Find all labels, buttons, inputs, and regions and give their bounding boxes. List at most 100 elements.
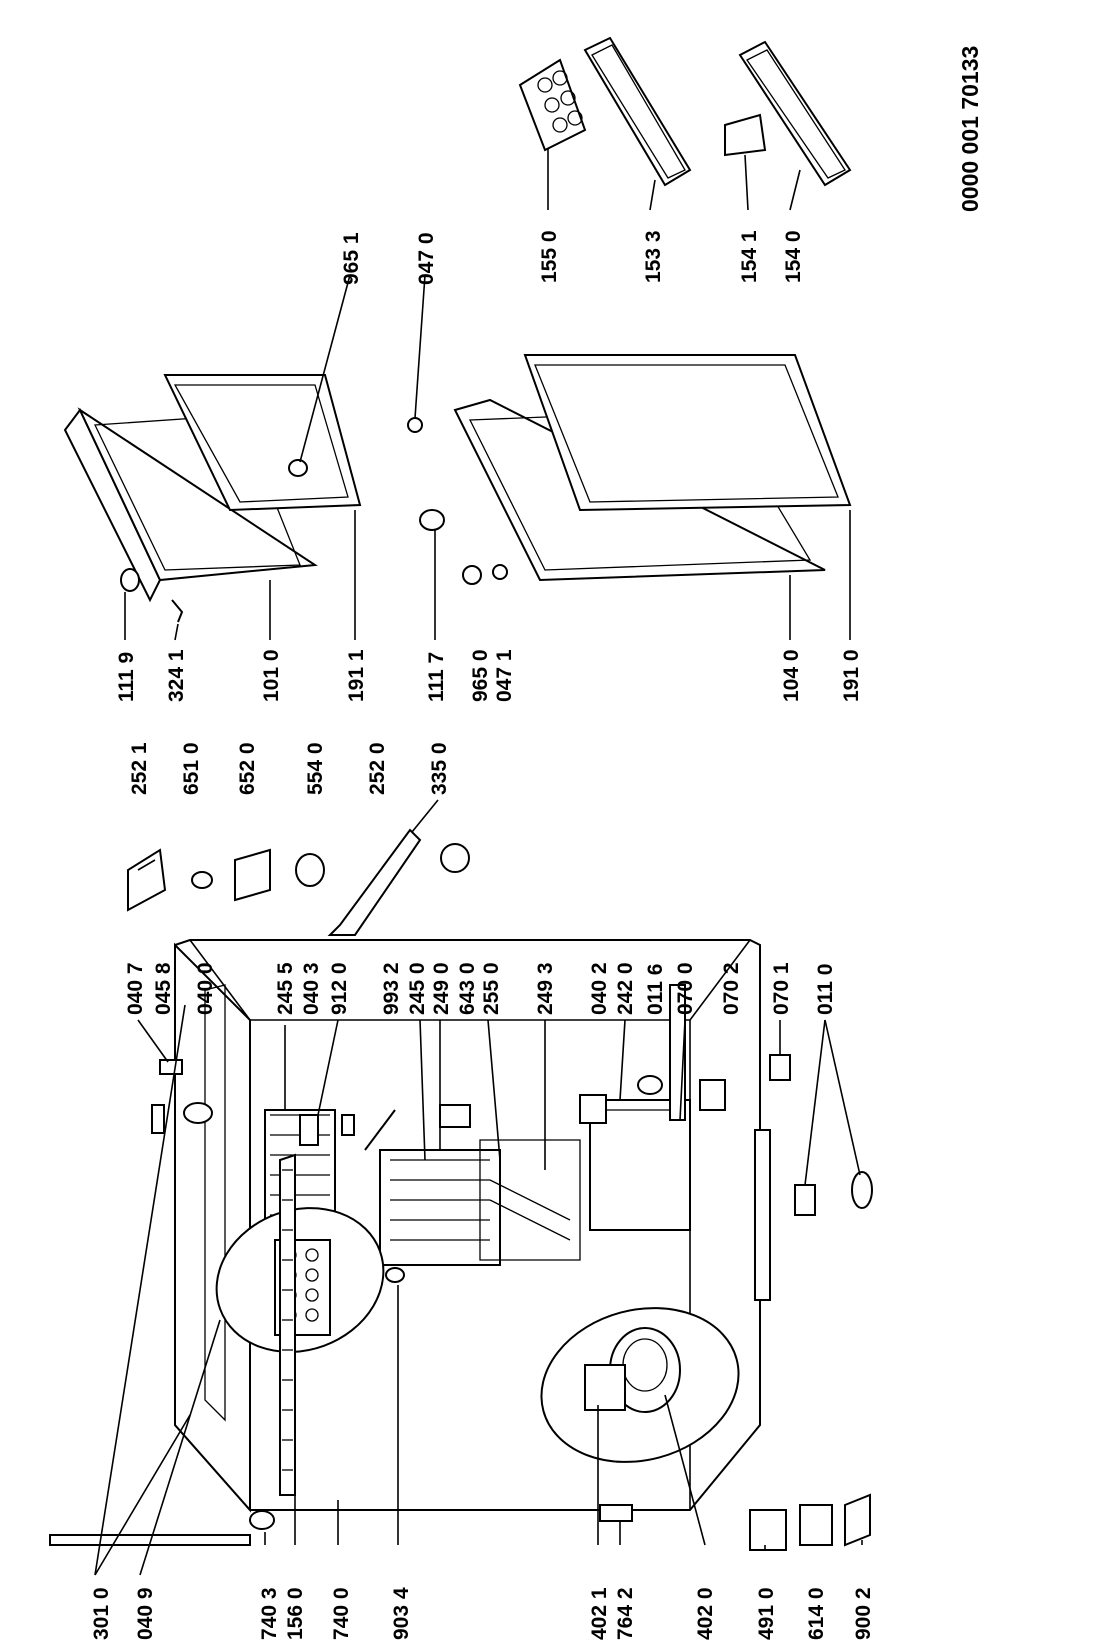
label-154-1: 154 1 <box>738 230 761 283</box>
label-011-6: 011 6 <box>644 964 667 1015</box>
label-651-0: 651 0 <box>180 742 203 795</box>
label-402-1: 402 1 <box>588 1587 611 1640</box>
label-011-0: 011 0 <box>814 964 837 1015</box>
part-011-0-foot <box>851 1171 873 1209</box>
label-249-3: 249 3 <box>534 962 557 1015</box>
part-040-3 <box>299 1114 319 1146</box>
label-903-4: 903 4 <box>390 1587 413 1640</box>
label-040-3: 040 3 <box>300 962 323 1015</box>
part-040-7 <box>159 1059 183 1075</box>
condenser <box>279 1153 296 1496</box>
label-040-9: 040 9 <box>134 1587 157 1640</box>
label-252-0: 252 0 <box>366 742 389 795</box>
label-101-0: 101 0 <box>260 649 283 702</box>
part-912-0 <box>341 1114 355 1136</box>
label-047-0: 047 0 <box>415 232 438 285</box>
label-740-3: 740 3 <box>258 1587 281 1640</box>
label-070-2: 070 2 <box>720 962 743 1015</box>
part-643-0 <box>439 1104 471 1128</box>
bin-153-3 <box>583 36 692 187</box>
part-993-2 <box>364 1109 396 1151</box>
part-651-0 <box>191 871 213 889</box>
part-491-0 <box>749 1509 787 1551</box>
part-903-4 <box>385 1267 405 1283</box>
label-111-9: 111 9 <box>115 652 138 702</box>
part-764-2 <box>599 1504 633 1522</box>
label-252-1: 252 1 <box>128 742 151 795</box>
label-402-0: 402 0 <box>694 1587 717 1640</box>
egg-tray-155-0 <box>518 58 587 152</box>
part-047-0 <box>407 417 423 433</box>
part-614-0 <box>799 1504 833 1546</box>
label-324-1: 324 1 <box>165 649 188 702</box>
cabinet-body <box>49 939 771 1546</box>
label-764-2: 764 2 <box>614 1587 637 1640</box>
part-554-0 <box>295 853 325 887</box>
label-104-0: 104 0 <box>780 649 803 702</box>
part-335-0 <box>440 843 470 873</box>
part-252-0 <box>327 828 422 936</box>
part-040-0 <box>183 1102 213 1124</box>
door-bins <box>518 36 852 187</box>
part-040-2 <box>579 1094 607 1124</box>
part-011-6 <box>637 1075 663 1095</box>
label-191-0: 191 0 <box>840 649 863 702</box>
part-labels: 301 0 040 9 740 3 156 0 740 0 903 4 402 … <box>90 46 983 1640</box>
door-gasket-191-1 <box>163 374 362 512</box>
part-965-1 <box>288 459 308 477</box>
label-740-0: 740 0 <box>330 1587 353 1640</box>
shelves <box>379 1099 691 1266</box>
label-153-3: 153 3 <box>642 230 665 283</box>
label-249-0: 249 0 <box>430 962 453 1015</box>
label-993-2: 993 2 <box>380 962 403 1015</box>
part-900-2 <box>844 1493 871 1547</box>
label-491-0: 491 0 <box>755 1587 778 1640</box>
part-111-7 <box>419 509 445 531</box>
fridge-door <box>407 354 852 585</box>
label-070-1: 070 1 <box>770 962 793 1015</box>
label-652-0: 652 0 <box>236 742 259 795</box>
label-047-1: 047 1 <box>493 649 516 702</box>
part-965-0 <box>462 565 482 585</box>
label-965-0: 965 0 <box>469 649 492 702</box>
part-011-0-clip <box>794 1184 816 1216</box>
label-111-7: 111 7 <box>425 652 448 702</box>
label-554-0: 554 0 <box>304 742 327 795</box>
label-255-0: 255 0 <box>480 962 503 1015</box>
label-245-5: 245 5 <box>274 962 297 1015</box>
label-245-0: 245 0 <box>406 962 429 1015</box>
label-045-8: 045 8 <box>152 962 175 1015</box>
bin-154-0 <box>738 40 852 187</box>
label-155-0: 155 0 <box>538 230 561 283</box>
door-gasket-191-0 <box>523 354 852 512</box>
part-070-2 <box>699 1079 726 1111</box>
leader-lines <box>94 148 863 1576</box>
part-252-1 <box>127 848 167 912</box>
part-740-3 <box>249 1510 275 1530</box>
label-965-1: 965 1 <box>340 232 363 285</box>
part-111-9 <box>120 568 140 592</box>
part-324-1 <box>171 599 184 623</box>
bottle-holder-154-1 <box>724 113 767 157</box>
label-301-0: 301 0 <box>90 1587 113 1640</box>
part-070-1 <box>769 1054 791 1081</box>
compressor <box>584 1327 681 1413</box>
label-040-0: 040 0 <box>194 962 217 1015</box>
part-045-8 <box>151 1104 165 1134</box>
label-242-0: 242 0 <box>614 962 637 1015</box>
label-154-0: 154 0 <box>782 230 805 283</box>
freezer-door <box>63 374 362 623</box>
label-614-0: 614 0 <box>805 1587 828 1640</box>
label-643-0: 643 0 <box>456 962 479 1015</box>
label-040-7: 040 7 <box>124 962 147 1015</box>
part-047-1 <box>492 564 508 580</box>
label-070-0: 070 0 <box>674 962 697 1015</box>
label-900-2: 900 2 <box>852 1587 875 1640</box>
loose-parts-cabinet <box>151 1054 873 1551</box>
label-912-0: 912 0 <box>328 962 351 1015</box>
label-335-0: 335 0 <box>428 742 451 795</box>
document-id: 0000 001 70133 <box>957 46 983 212</box>
label-156-0: 156 0 <box>284 1587 307 1640</box>
part-652-0 <box>234 848 271 902</box>
